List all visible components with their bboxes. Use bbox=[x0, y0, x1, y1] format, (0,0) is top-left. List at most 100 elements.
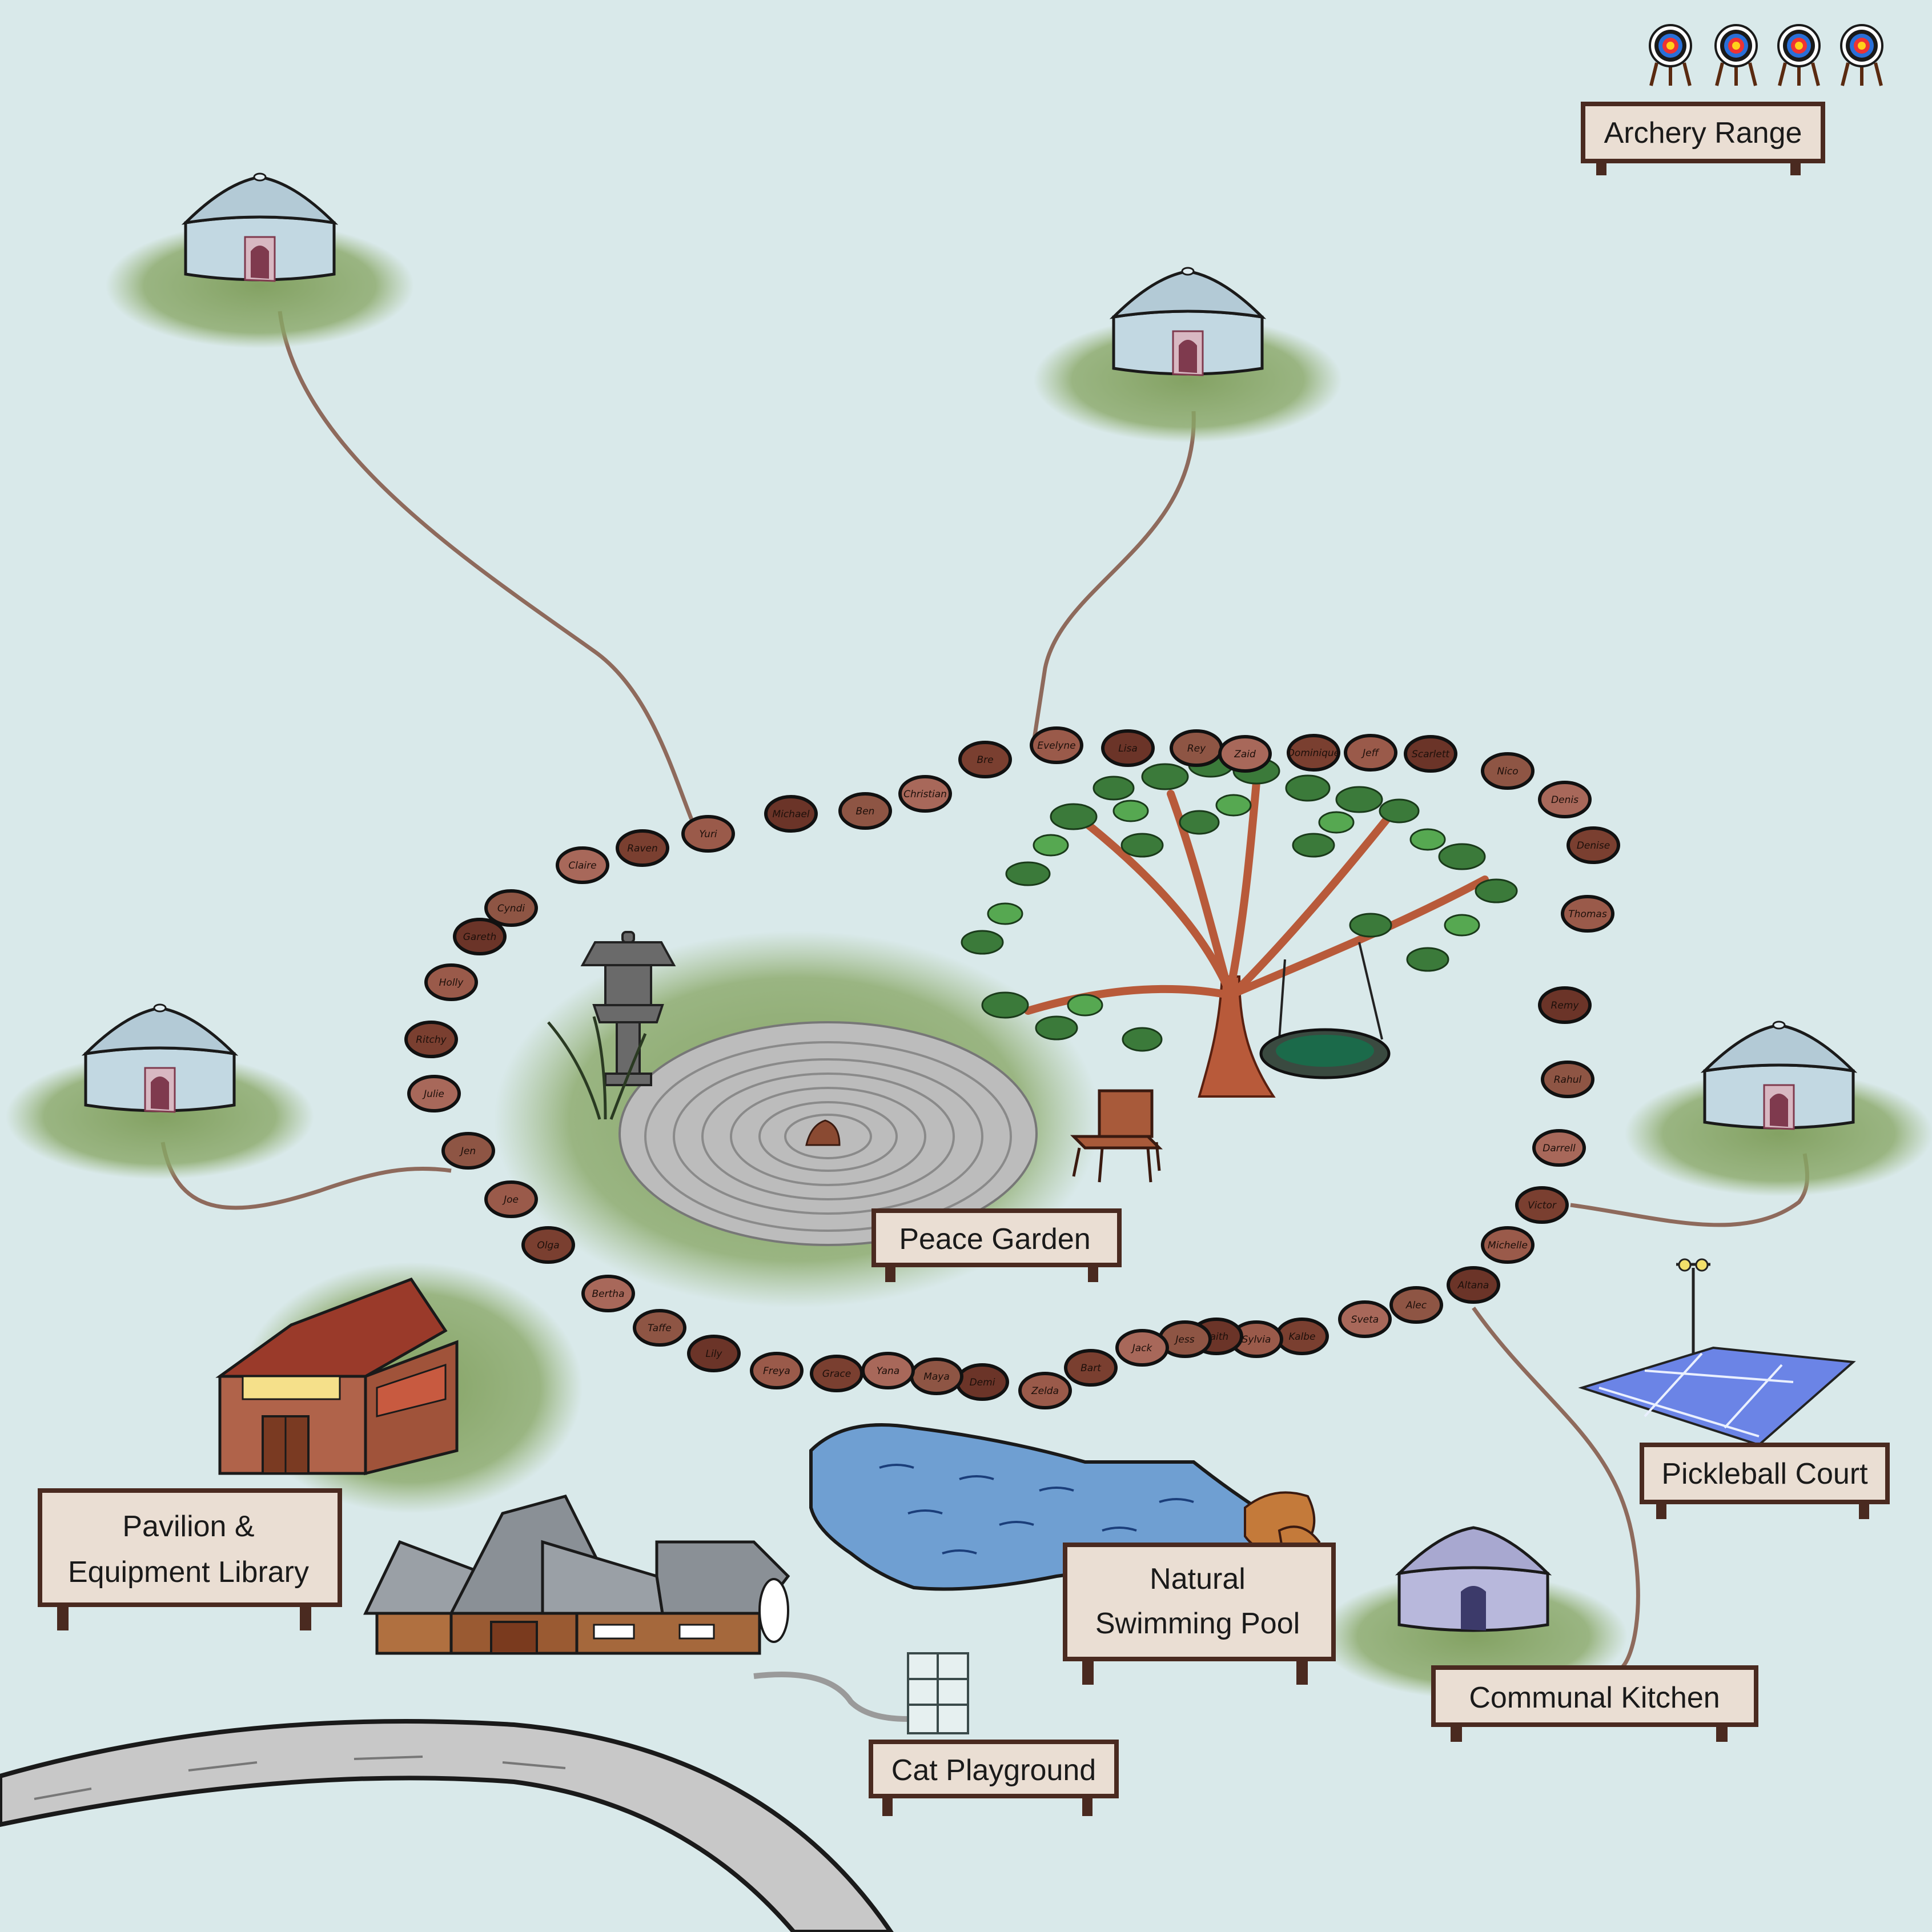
name-stone: Maya bbox=[910, 1357, 963, 1395]
name-stone: Gareth bbox=[453, 918, 507, 955]
name-stone: Nico bbox=[1481, 752, 1535, 790]
name-stone: Alec bbox=[1389, 1286, 1443, 1324]
stone-label: Jack bbox=[1131, 1343, 1153, 1354]
name-stone: Jack bbox=[1115, 1329, 1169, 1367]
stone-label: Sveta bbox=[1351, 1314, 1379, 1326]
stone-label: Bre bbox=[977, 754, 993, 766]
stone-label: Julie bbox=[422, 1088, 444, 1100]
stone-label: Rahul bbox=[1554, 1074, 1582, 1086]
stone-label: Michael bbox=[772, 809, 809, 820]
bench-icon bbox=[1070, 1089, 1163, 1183]
name-stone: Yana bbox=[861, 1352, 915, 1389]
sign-pickleball-court: Pickleball Court bbox=[1640, 1443, 1890, 1519]
name-stone: Ritchy bbox=[404, 1021, 458, 1058]
name-stone: Grace bbox=[810, 1355, 863, 1392]
sign-label: Swimming Pool bbox=[1095, 1607, 1300, 1640]
name-stones-path: Jen Julie Ritchy Holly Gareth Cyndi Claire Rave… bbox=[404, 726, 1620, 1409]
name-stone: Zelda bbox=[1018, 1372, 1072, 1409]
stone-label: Nico bbox=[1497, 766, 1518, 777]
archery-target-icon bbox=[1778, 25, 1819, 86]
stone-label: Darrell bbox=[1543, 1143, 1576, 1154]
name-stone: Christian bbox=[898, 775, 952, 813]
stone-label: Holly bbox=[439, 977, 464, 989]
sign-peace-garden: Peace Garden bbox=[871, 1208, 1122, 1282]
stone-label: Evelyne bbox=[1037, 740, 1075, 752]
name-stone: Holly bbox=[424, 963, 478, 1001]
pickleball-court bbox=[1578, 1258, 1856, 1447]
name-stone: Kalbe bbox=[1275, 1318, 1329, 1355]
archery-targets bbox=[1650, 25, 1882, 86]
stone-label: Lily bbox=[706, 1348, 723, 1360]
name-stone: Yuri bbox=[681, 815, 735, 853]
name-stone: Bertha bbox=[581, 1275, 635, 1312]
sign-pavilion: Pavilion & Equipment Library bbox=[38, 1488, 342, 1630]
stone-label: Denis bbox=[1551, 794, 1578, 806]
stone-label: Zaid bbox=[1234, 749, 1256, 760]
sign-label: Pickleball Court bbox=[1661, 1457, 1868, 1491]
yurt-icon bbox=[6, 1005, 314, 1179]
road bbox=[0, 1719, 894, 1932]
stone-label: Victor bbox=[1528, 1200, 1557, 1211]
stone-label: Sylvia bbox=[1242, 1334, 1271, 1345]
yurt-icon bbox=[1034, 268, 1342, 443]
name-stone: Taffe bbox=[633, 1309, 686, 1347]
barn-icon bbox=[215, 1262, 583, 1513]
name-stone: Rahul bbox=[1541, 1061, 1594, 1098]
archery-target-icon bbox=[1650, 25, 1691, 86]
name-stone: Sveta bbox=[1338, 1300, 1392, 1338]
name-stone: Zaid bbox=[1218, 735, 1272, 773]
stone-label: Maya bbox=[923, 1371, 950, 1383]
name-stone: Cyndi bbox=[484, 889, 538, 927]
name-stone: Lily bbox=[687, 1335, 741, 1372]
stone-label: Freya bbox=[763, 1365, 790, 1377]
name-stone: Ben bbox=[838, 792, 892, 830]
name-stone: Lisa bbox=[1101, 729, 1155, 767]
stone-label: Taffe bbox=[648, 1323, 672, 1334]
name-stone: Joe bbox=[484, 1180, 538, 1218]
sign-swimming-pool: Natural Swimming Pool bbox=[1063, 1543, 1336, 1685]
stone-label: Cyndi bbox=[497, 903, 525, 914]
name-stone: Altana bbox=[1447, 1266, 1500, 1304]
name-stone: Bre bbox=[958, 741, 1012, 778]
name-stone: Victor bbox=[1515, 1186, 1569, 1224]
cat-tunnel bbox=[753, 1672, 909, 1722]
name-stone: Michelle bbox=[1481, 1226, 1535, 1264]
yurt-icon bbox=[1625, 1022, 1932, 1196]
name-stone: Denis bbox=[1538, 781, 1592, 818]
stone-label: Ben bbox=[856, 806, 875, 817]
name-stone: Raven bbox=[616, 829, 669, 867]
name-stone: Olga bbox=[521, 1226, 575, 1264]
sign-label: Natural bbox=[1150, 1563, 1246, 1596]
stone-label: Rey bbox=[1187, 743, 1206, 754]
stone-label: Yana bbox=[877, 1365, 899, 1377]
stone-label: Remy bbox=[1551, 1000, 1580, 1011]
stone-label: Raven bbox=[627, 843, 658, 854]
stone-label: Ritchy bbox=[416, 1034, 447, 1046]
stone-label: Denise bbox=[1577, 840, 1610, 851]
stone-label: Dominique bbox=[1287, 748, 1340, 759]
stone-label: Jeff bbox=[1361, 748, 1379, 759]
stone-label: Joe bbox=[502, 1194, 519, 1206]
name-stone: Jen bbox=[441, 1132, 495, 1170]
stone-label: Altana bbox=[1457, 1280, 1489, 1291]
stone-label: Jen bbox=[459, 1146, 476, 1157]
name-stone: Sylvia bbox=[1230, 1320, 1283, 1358]
sign-cat-playground: Cat Playground bbox=[869, 1740, 1119, 1816]
stone-label: Alec bbox=[1405, 1300, 1427, 1311]
sign-label: Communal Kitchen bbox=[1469, 1681, 1720, 1714]
stone-label: Claire bbox=[568, 860, 596, 871]
sign-label: Equipment Library bbox=[68, 1556, 309, 1589]
sign-label: Cat Playground bbox=[891, 1754, 1096, 1787]
name-stone: Evelyne bbox=[1030, 726, 1083, 764]
name-stone: Jeff bbox=[1344, 734, 1397, 772]
archery-target-icon bbox=[1716, 25, 1757, 86]
name-stone: Bart bbox=[1064, 1349, 1118, 1387]
name-stone: Thomas bbox=[1561, 895, 1614, 933]
sign-communal-kitchen: Communal Kitchen bbox=[1431, 1665, 1758, 1742]
stone-label: Michelle bbox=[1488, 1240, 1528, 1251]
lodge-icon bbox=[363, 1495, 790, 1655]
sign-label: Pavilion & bbox=[122, 1510, 254, 1543]
stone-label: Zelda bbox=[1031, 1385, 1059, 1397]
tree-with-swing-icon bbox=[961, 753, 1518, 1098]
